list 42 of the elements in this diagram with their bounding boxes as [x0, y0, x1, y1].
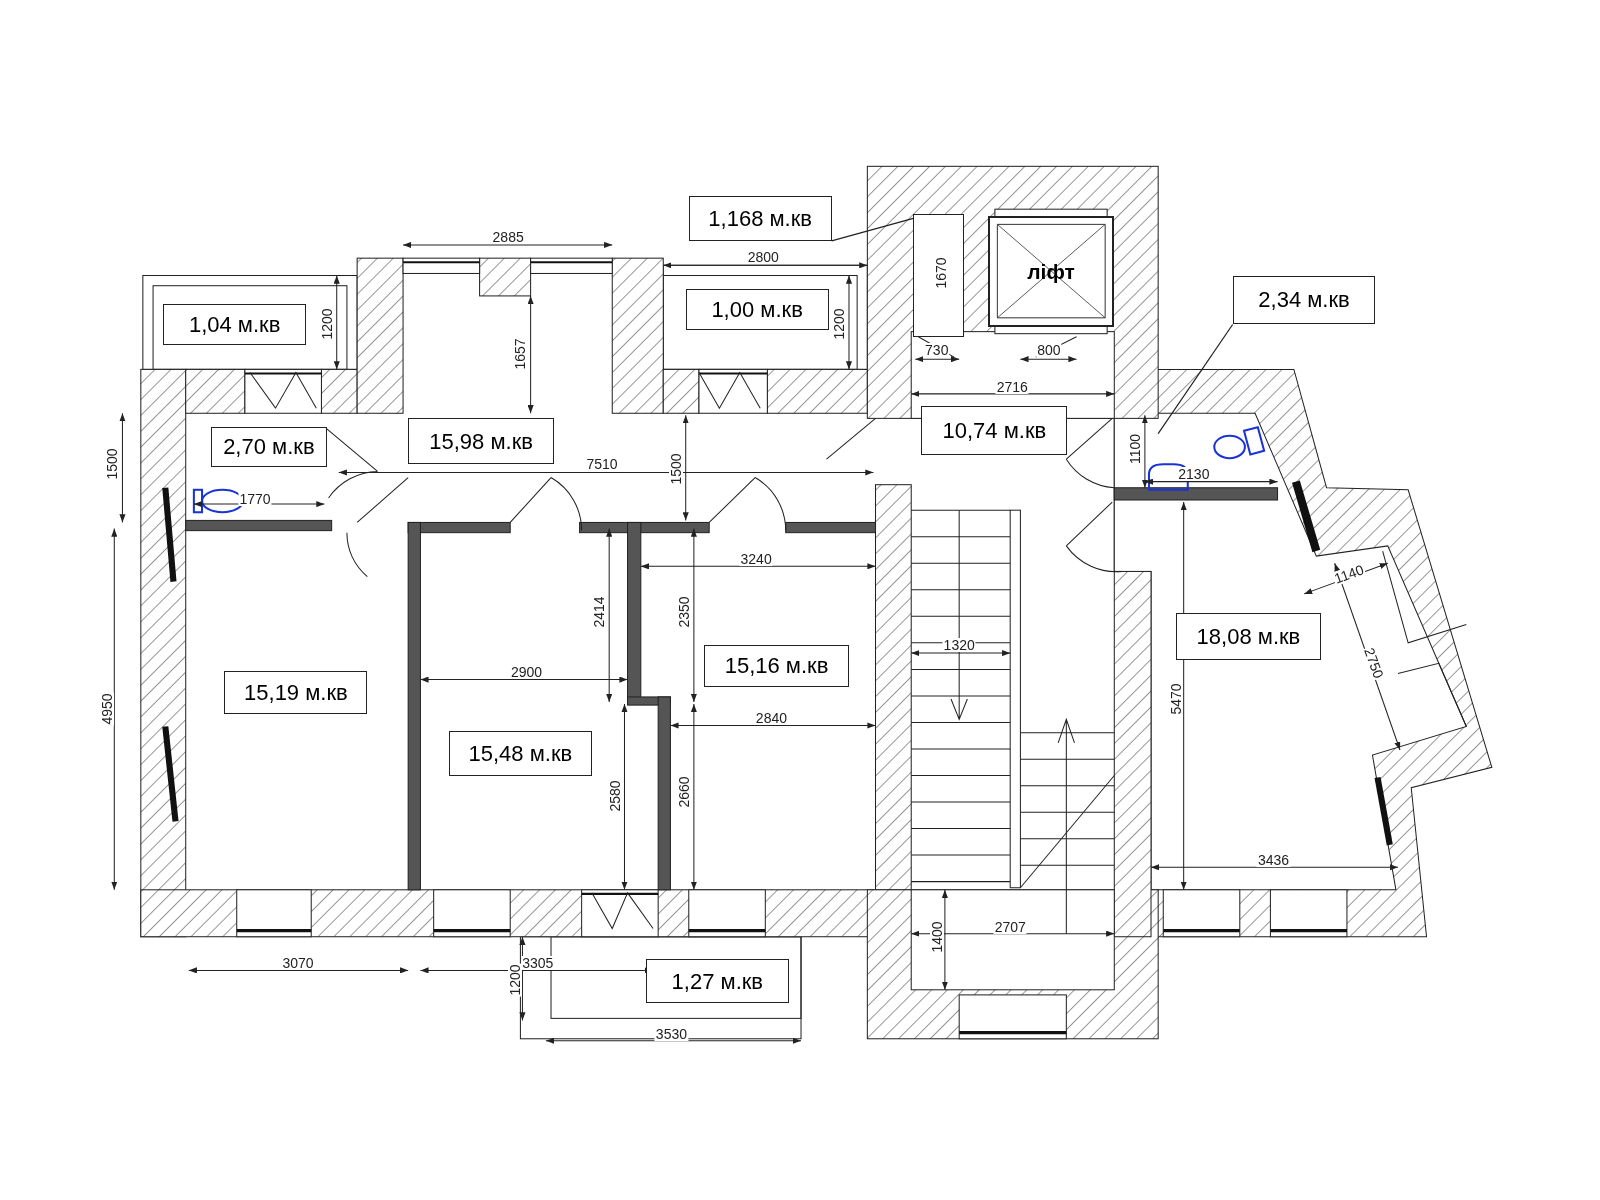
lift-label: ліфт [1027, 258, 1075, 285]
area-label: 15,98 м.кв [408, 418, 555, 465]
area-label: 2,70 м.кв [211, 426, 327, 468]
dimension-text: 800 [1036, 343, 1062, 357]
dimension-text: 3436 [1256, 853, 1291, 868]
lift-shaft [987, 216, 1115, 327]
area-label: 1,168 м.кв [688, 195, 832, 241]
dimension-text: 3530 [654, 1026, 688, 1041]
area-label: 1,04 м.кв [163, 304, 307, 345]
dimension-text: 3240 [739, 552, 773, 567]
area-label: 15,48 м.кв [448, 730, 592, 776]
dimension-text: 2800 [746, 250, 780, 265]
dimension-text: 1500 [668, 452, 683, 486]
dimension-text: 4950 [100, 692, 115, 726]
area-label: 18,08 м.кв [1175, 613, 1322, 661]
closet-room [913, 214, 965, 337]
dimension-text: 2414 [591, 595, 606, 629]
dimension-text: 2580 [608, 779, 623, 813]
dimension-text: 2900 [509, 665, 544, 680]
dimension-text: 3070 [281, 956, 315, 971]
dimension-text: 1500 [105, 447, 120, 481]
dimension-text: 1200 [831, 307, 846, 342]
area-label: 1,00 м.кв [685, 288, 829, 330]
dimension-text: 2840 [754, 711, 788, 726]
area-label: 15,16 м.кв [704, 644, 849, 687]
leader-line [1157, 323, 1234, 435]
dimension-text: 2130 [1177, 467, 1211, 482]
dimension-text: 1200 [508, 963, 523, 997]
area-label: 1,27 м.кв [645, 959, 789, 1004]
area-label: 15,19 м.кв [224, 671, 368, 715]
dimension-text: 1770 [238, 491, 272, 506]
area-label: 10,74 м.кв [921, 406, 1068, 456]
leader-line [831, 217, 914, 242]
dimension-text: 2350 [676, 595, 691, 629]
dimension-text: 7510 [585, 457, 619, 472]
dimension-text: 3305 [521, 956, 555, 971]
area-label: 2,34 м.кв [1232, 275, 1376, 325]
dimension-text: 2660 [676, 775, 691, 809]
dimension-text: 2885 [491, 229, 525, 244]
dimension-text: 1200 [319, 307, 334, 342]
dimension-text: 1657 [513, 337, 528, 371]
dimension-text: 1320 [942, 637, 976, 652]
